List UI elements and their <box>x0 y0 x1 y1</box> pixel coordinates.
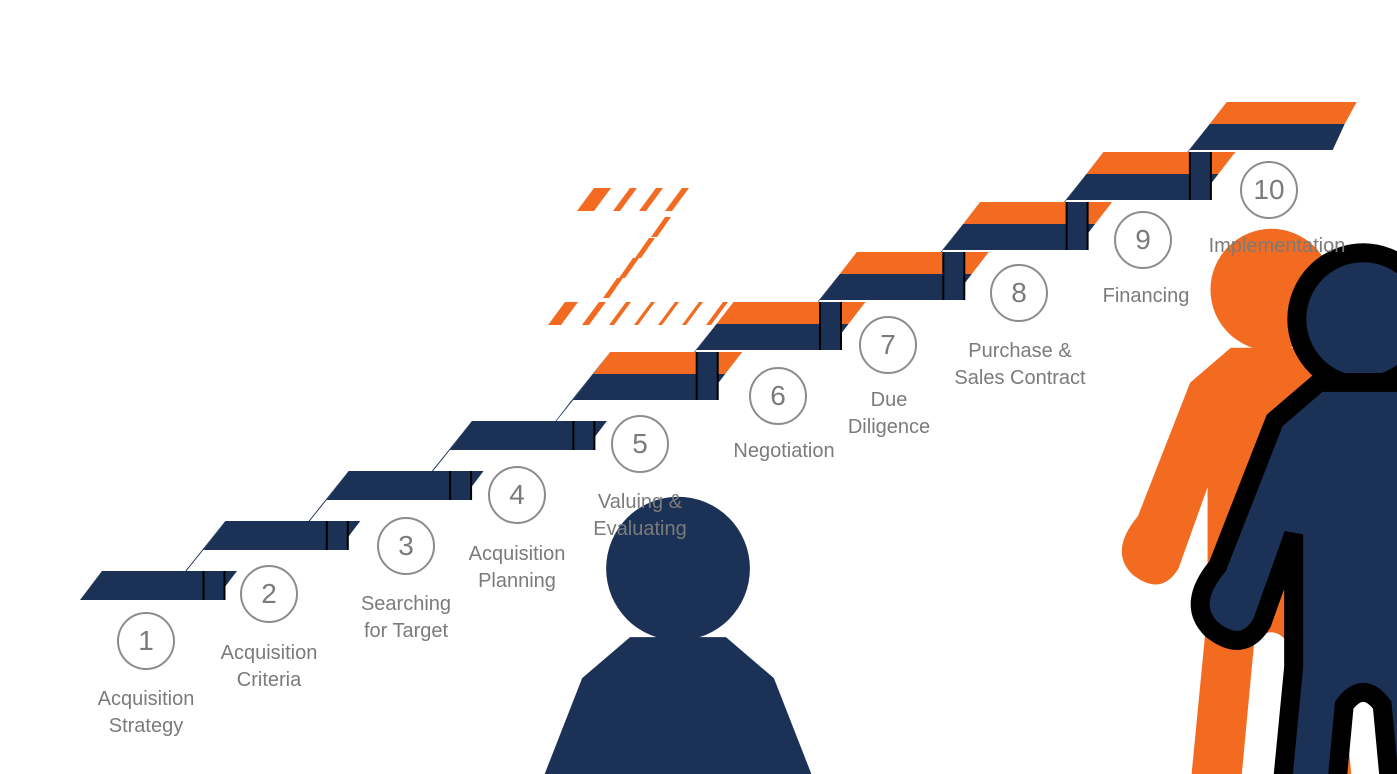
stair-step-1 <box>80 571 237 600</box>
step-label-line: Searching <box>360 593 452 615</box>
step-label-line: Due <box>870 389 908 411</box>
step-top-face <box>839 252 989 274</box>
z-dash <box>619 258 639 278</box>
step-label-3: Searching for Target <box>361 591 451 645</box>
step-label-line: Strategy <box>108 715 184 737</box>
step-front-face <box>943 224 1096 250</box>
step-label-10: Implementation <box>1209 233 1346 260</box>
step-side-face <box>326 521 348 550</box>
z-dash <box>548 302 578 325</box>
step-top-face <box>1209 102 1357 124</box>
step-badge-2: 2 <box>240 565 298 623</box>
step-badge-9: 9 <box>1114 211 1172 269</box>
z-dash <box>603 278 623 298</box>
z-dash <box>634 302 655 325</box>
step-number: 1 <box>138 625 154 656</box>
step-badge-3: 3 <box>377 517 435 575</box>
step-side-face <box>1189 152 1211 200</box>
step-label-6: Negotiation <box>733 438 834 465</box>
z-dash <box>651 217 671 237</box>
step-badge-10: 10 <box>1240 161 1298 219</box>
z-dash <box>706 302 728 325</box>
step-badge-4: 4 <box>488 466 546 524</box>
step-badge-1: 1 <box>117 612 175 670</box>
step-top-face <box>1086 152 1236 174</box>
step-label-line: Acquisition <box>468 543 566 565</box>
step-tread <box>203 521 361 550</box>
step-badge-5: 5 <box>611 415 669 473</box>
step-front-face <box>1066 174 1219 200</box>
step-badge-8: 8 <box>990 264 1048 322</box>
step-label-line: Acquisition <box>97 688 195 710</box>
step-label-8: Purchase & Sales Contract <box>954 338 1085 392</box>
step-front-face <box>1189 124 1345 150</box>
step-side-face <box>942 252 964 300</box>
step-number: 7 <box>880 329 896 360</box>
z-dash <box>682 302 703 325</box>
z-dash <box>658 302 679 325</box>
z-dash <box>665 188 689 211</box>
step-label-line: Negotiation <box>733 440 835 462</box>
step-tread <box>80 571 237 600</box>
step-side-face <box>572 421 594 450</box>
z-dash <box>635 238 655 258</box>
step-top-face <box>963 202 1113 224</box>
step-front-face <box>696 324 849 350</box>
step-side-face <box>203 571 224 600</box>
z-dash <box>613 188 637 211</box>
step-label-line: Sales Contract <box>954 367 1086 389</box>
step-label-line: for Target <box>363 620 449 642</box>
step-label-line: Planning <box>478 570 556 592</box>
step-top-face <box>716 302 866 324</box>
step-top-face <box>593 352 743 374</box>
step-number: 2 <box>261 578 277 609</box>
step-label-line: Diligence <box>847 416 931 438</box>
step-label-line: Purchase & <box>968 340 1072 362</box>
step-number: 3 <box>398 530 414 561</box>
step-tread <box>326 471 484 500</box>
z-dash <box>582 302 606 325</box>
step-number: 9 <box>1135 224 1151 255</box>
step-number: 10 <box>1253 174 1285 205</box>
dashed-z-path <box>548 188 728 325</box>
step-number: 8 <box>1011 277 1027 308</box>
step-front-face <box>573 374 726 400</box>
step-label-9: Financing <box>1103 283 1190 310</box>
step-label-line: Acquisition <box>220 642 318 664</box>
step-number: 6 <box>770 380 786 411</box>
step-label-5: Valuing & Evaluating <box>593 489 686 543</box>
step-number: 5 <box>632 428 648 459</box>
step-number: 4 <box>509 479 525 510</box>
step-label-line: Criteria <box>236 669 302 691</box>
step-badge-7: 7 <box>859 316 917 374</box>
z-dash <box>577 188 611 211</box>
z-dash <box>609 302 631 325</box>
step-label-line: Implementation <box>1208 235 1346 257</box>
step-front-face <box>819 274 972 300</box>
step-side-face <box>696 352 718 400</box>
step-badge-6: 6 <box>749 367 807 425</box>
step-side-face <box>1066 202 1088 250</box>
step-label-line: Valuing & <box>597 491 683 513</box>
z-dash <box>639 188 663 211</box>
stair-step-2 <box>163 521 361 600</box>
step-label-line: Evaluating <box>593 518 687 540</box>
step-label-line: Financing <box>1102 285 1190 307</box>
step-side-face <box>819 302 841 350</box>
step-side-face <box>449 471 471 500</box>
step-tread <box>449 421 607 450</box>
